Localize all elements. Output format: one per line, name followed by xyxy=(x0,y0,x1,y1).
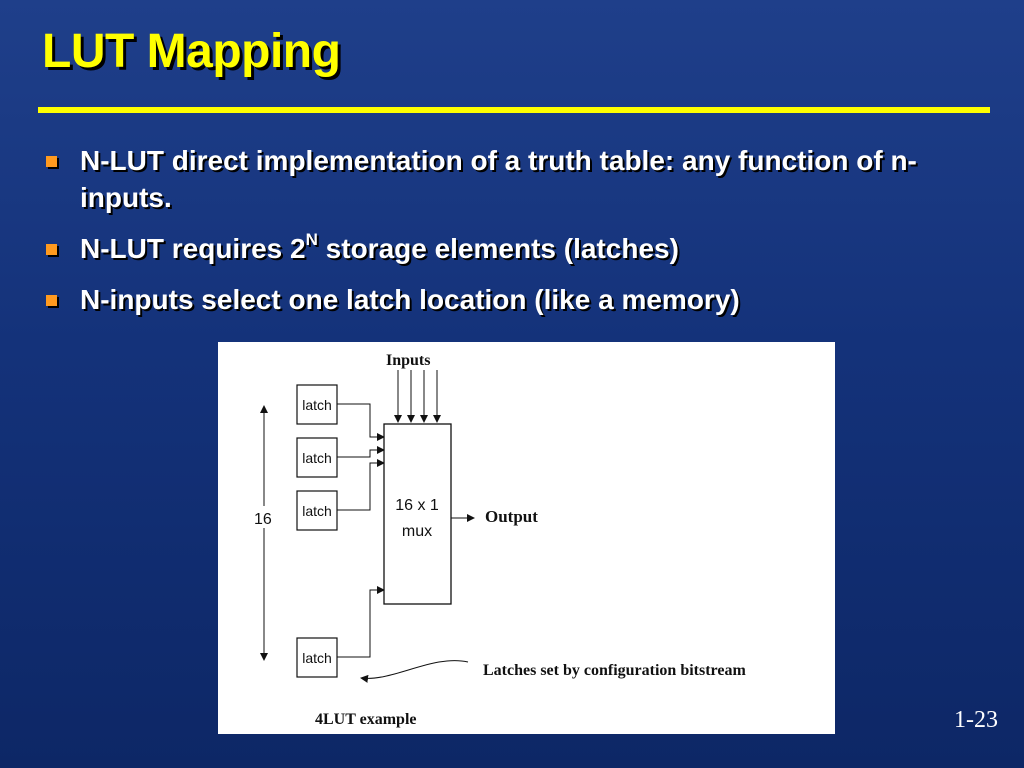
input-arrows xyxy=(394,370,441,423)
annotation-label: Latches set by configuration bitstream xyxy=(483,662,746,679)
bullet-item: N-LUT requires 2N storage elements (latc… xyxy=(46,230,946,267)
lut-diagram-figure: Inputs 16 latch latch latch la xyxy=(218,342,835,734)
lut-diagram: Inputs 16 latch latch latch la xyxy=(252,352,746,728)
latch-wires xyxy=(337,403,385,658)
bullet-square-icon xyxy=(46,156,57,167)
bullet-text: N-inputs select one latch location (like… xyxy=(80,284,740,315)
slide-title: LUT Mapping xyxy=(42,25,341,78)
bullet-text: N-LUT requires 2 xyxy=(80,233,306,264)
figure-caption: 4LUT example xyxy=(315,711,416,728)
svg-text:latch: latch xyxy=(302,650,332,666)
title-underline xyxy=(38,107,990,113)
bullet-list: N-LUT direct implementation of a truth t… xyxy=(46,142,946,332)
latch-box: latch xyxy=(296,437,338,478)
svg-text:latch: latch xyxy=(302,503,332,519)
inputs-label: Inputs xyxy=(386,352,430,369)
mux-box xyxy=(383,423,452,605)
bullet-item: N-inputs select one latch location (like… xyxy=(46,281,946,318)
svg-text:latch: latch xyxy=(302,450,332,466)
bullet-square-icon xyxy=(46,295,57,306)
bullet-text: storage elements (latches) xyxy=(317,233,679,264)
svg-text:latch: latch xyxy=(302,397,332,413)
bullet-item: N-LUT direct implementation of a truth t… xyxy=(46,142,946,216)
latch-box: latch xyxy=(296,384,338,425)
slide-number: 1-23 xyxy=(954,707,998,733)
annotation-arrow xyxy=(360,660,469,683)
mux-label-line2: mux xyxy=(402,523,432,540)
mux-label-line1: 16 x 1 xyxy=(395,497,439,514)
bullet-text: N-LUT direct implementation of a truth t… xyxy=(80,145,917,213)
bullet-square-icon xyxy=(46,244,57,255)
bullet-superscript: N xyxy=(305,230,318,249)
latch-box: latch xyxy=(296,490,338,531)
count-label: 16 xyxy=(254,511,272,528)
output-label: Output xyxy=(485,507,538,526)
latch-box: latch xyxy=(296,637,338,678)
